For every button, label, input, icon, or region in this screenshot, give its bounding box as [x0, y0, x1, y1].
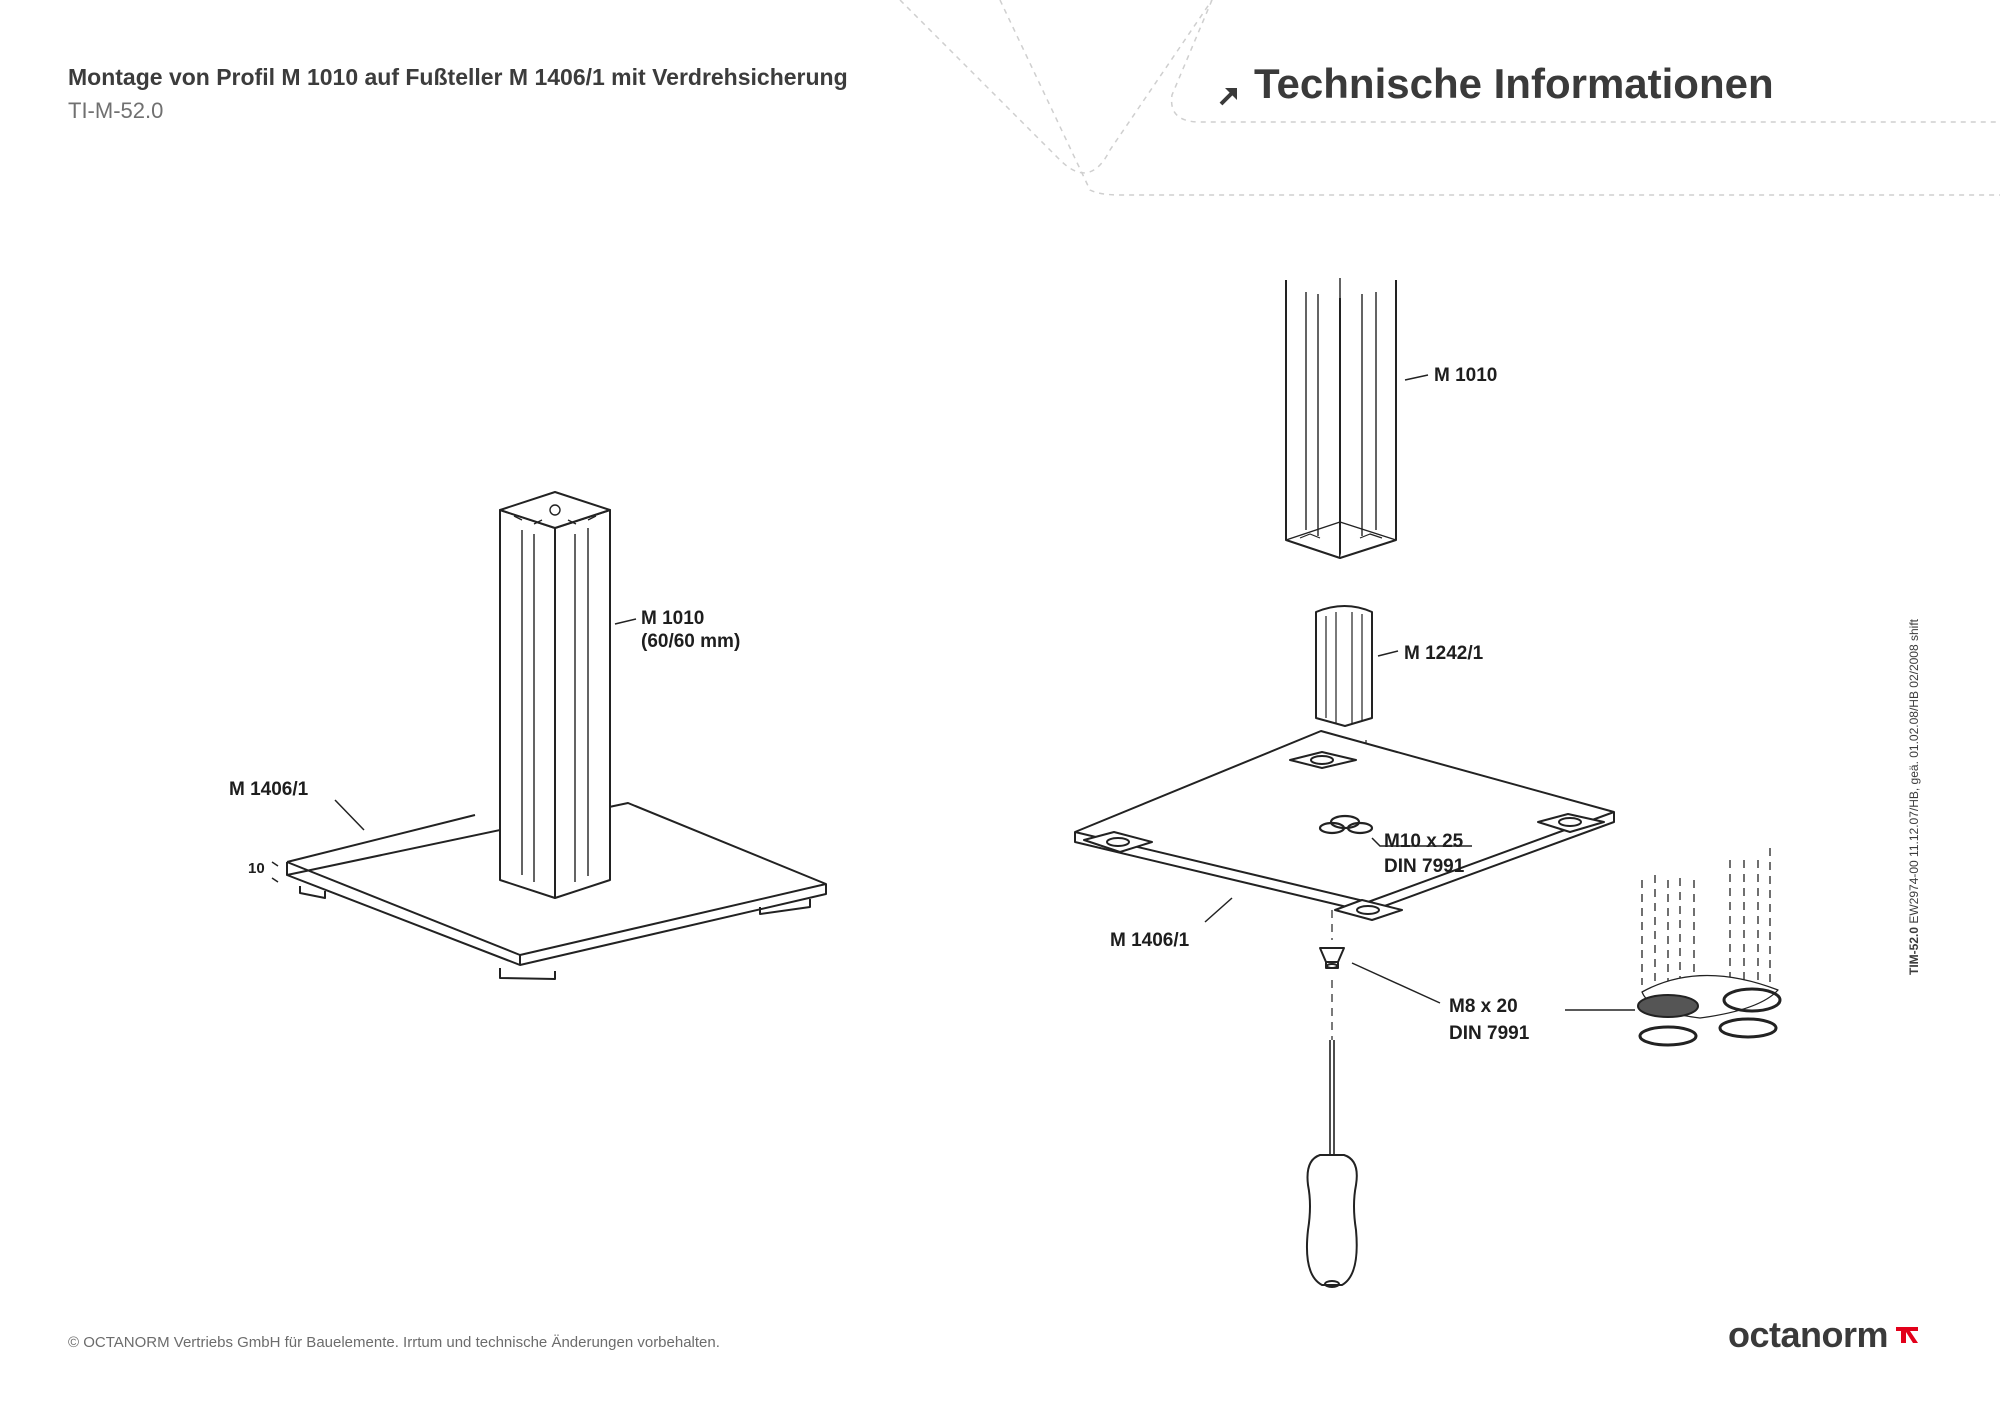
revision-text: EW2974-00 11.12.07/HB, geä. 01.02.08/HB … [1907, 618, 1921, 927]
connector-label: M 1242/1 [1404, 643, 1484, 664]
screwdriver [1329, 1040, 1335, 1155]
screw-bottom-label-line2: DIN 7991 [1449, 1023, 1530, 1044]
right-base-label: M 1406/1 [1110, 930, 1190, 951]
octanorm-logo: octanorm [1728, 1314, 1922, 1356]
connector [1315, 605, 1373, 727]
detail-inset [1637, 848, 1782, 1047]
logo-mark-icon [1894, 1323, 1922, 1347]
arrow-up-right-icon [1216, 71, 1242, 106]
thickness-label: 10 [248, 860, 265, 877]
copyright-footer: © OCTANORM Vertriebs GmbH für Bauelement… [68, 1334, 720, 1351]
screw-top-label-line2: DIN 7991 [1384, 856, 1465, 877]
banner-title: Technische Informationen [1216, 60, 1774, 108]
profile-front [1285, 280, 1341, 559]
document-title: Montage von Profil M 1010 auf Fußteller … [68, 64, 848, 90]
banner-text: Technische Informationen [1254, 60, 1774, 107]
revision-code: TIM-52.0 [1907, 926, 1921, 975]
exploded-base-plate [1074, 730, 1615, 913]
logo-wordmark: octanorm [1728, 1314, 1889, 1355]
right-profile-label: M 1010 [1434, 365, 1497, 386]
left-profile-label-line1: M 1010 [641, 608, 704, 629]
profile-side [1339, 280, 1397, 559]
left-profile-label-line2: (60/60 mm) [641, 631, 740, 652]
m8-screw [1319, 947, 1345, 963]
left-base-label: M 1406/1 [229, 779, 309, 800]
screw-top-label-line1: M10 x 25 [1384, 831, 1464, 852]
document-code: TI-M-52.0 [68, 98, 164, 123]
revision-note: TIM-52.0 EW2974-00 11.12.07/HB, geä. 01.… [1907, 619, 1921, 975]
screw-bottom-label-line1: M8 x 20 [1449, 996, 1518, 1017]
